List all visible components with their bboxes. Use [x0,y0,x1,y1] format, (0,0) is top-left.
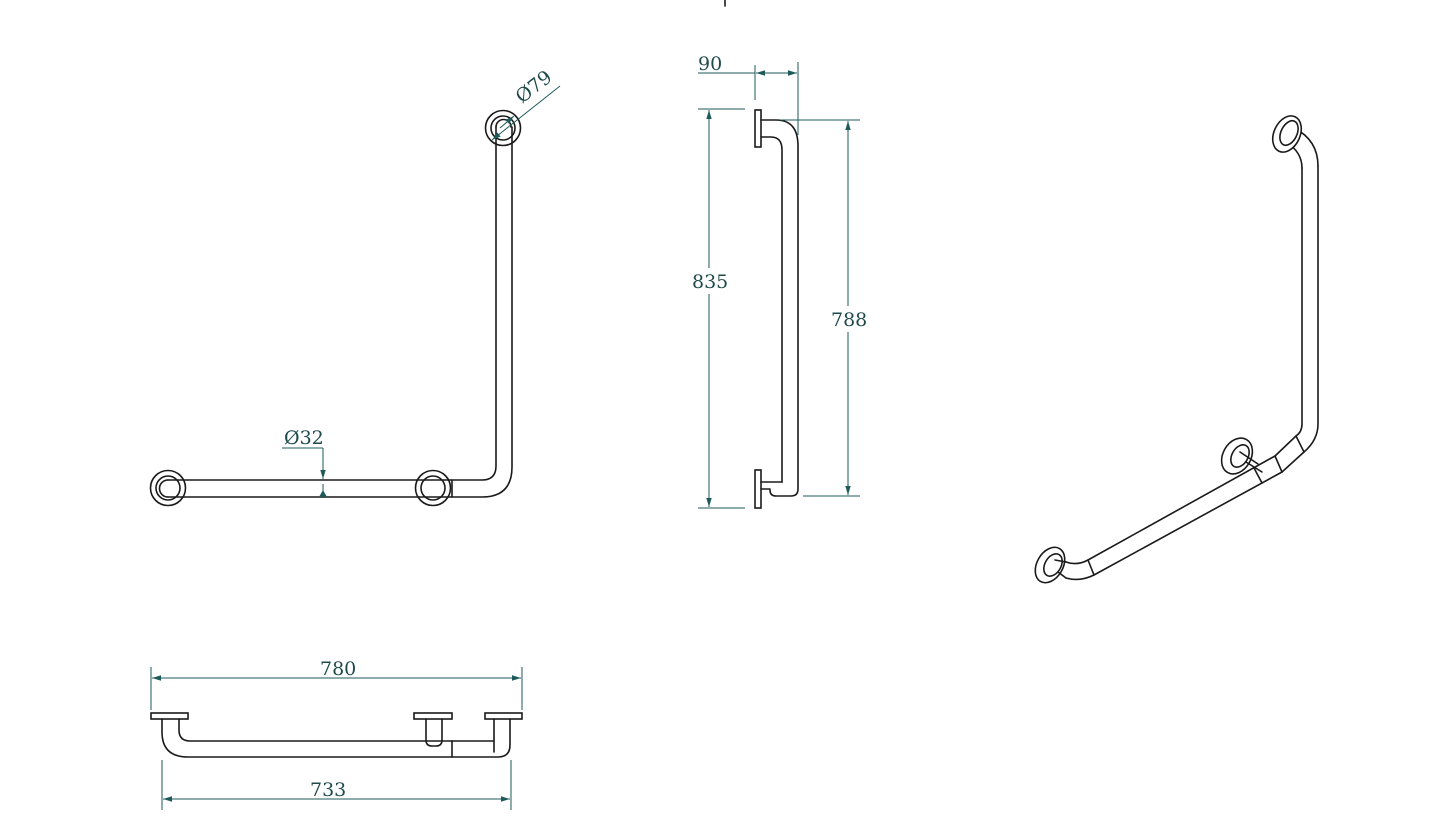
overall-height-label: 835 [692,271,728,293]
side-view: 90 835 788 [692,53,867,509]
front-flange-top [484,109,522,147]
dim-overall-height: 835 [692,108,745,509]
iso-flange-middle [1220,437,1263,475]
dim-flange-diameter: Ø79 [491,66,561,141]
top-tube-outer [161,718,511,758]
top-tube-inner [178,718,453,742]
top-plate-right [484,712,523,720]
dim-tube-width: 733 [161,760,512,810]
dim-tube-height: 788 [780,119,867,497]
isometric-view [1034,115,1319,584]
iso-vertical-outer [1303,165,1319,453]
tube-diameter-label: Ø32 [284,427,324,449]
projection-label: 90 [698,53,722,75]
iso-flange-left [1034,546,1067,584]
tube-width-label: 733 [310,779,346,801]
flange-diameter-label: Ø79 [512,66,557,108]
dim-projection: 90 [698,53,799,135]
tube-height-label: 788 [831,309,867,331]
front-tube-left-end [158,479,169,498]
iso-diagonal-inner [1065,455,1276,565]
dim-tube-diameter: Ø32 [282,427,327,498]
top-plate-left [150,712,189,720]
side-tube-outer [760,119,799,497]
iso-vertical-inner [1295,167,1303,437]
top-plate-middle [413,712,453,720]
front-flange-middle [414,469,452,507]
front-view: Ø79 Ø32 [149,66,561,507]
iso-flange-top [1271,115,1303,153]
front-flange-left [149,469,187,507]
front-tube-outer [167,126,497,481]
side-plate-top [754,109,762,148]
front-tube-inner [167,126,513,498]
overall-width-label: 780 [320,658,356,680]
side-tube-inner [760,136,783,483]
top-view: 780 733 [150,658,523,810]
dim-overall-width: 780 [150,658,523,710]
iso-diagonal-outer [1065,471,1283,581]
top-stub-right [451,718,495,753]
top-stub-middle [425,718,443,747]
side-plate-bottom [754,469,762,509]
